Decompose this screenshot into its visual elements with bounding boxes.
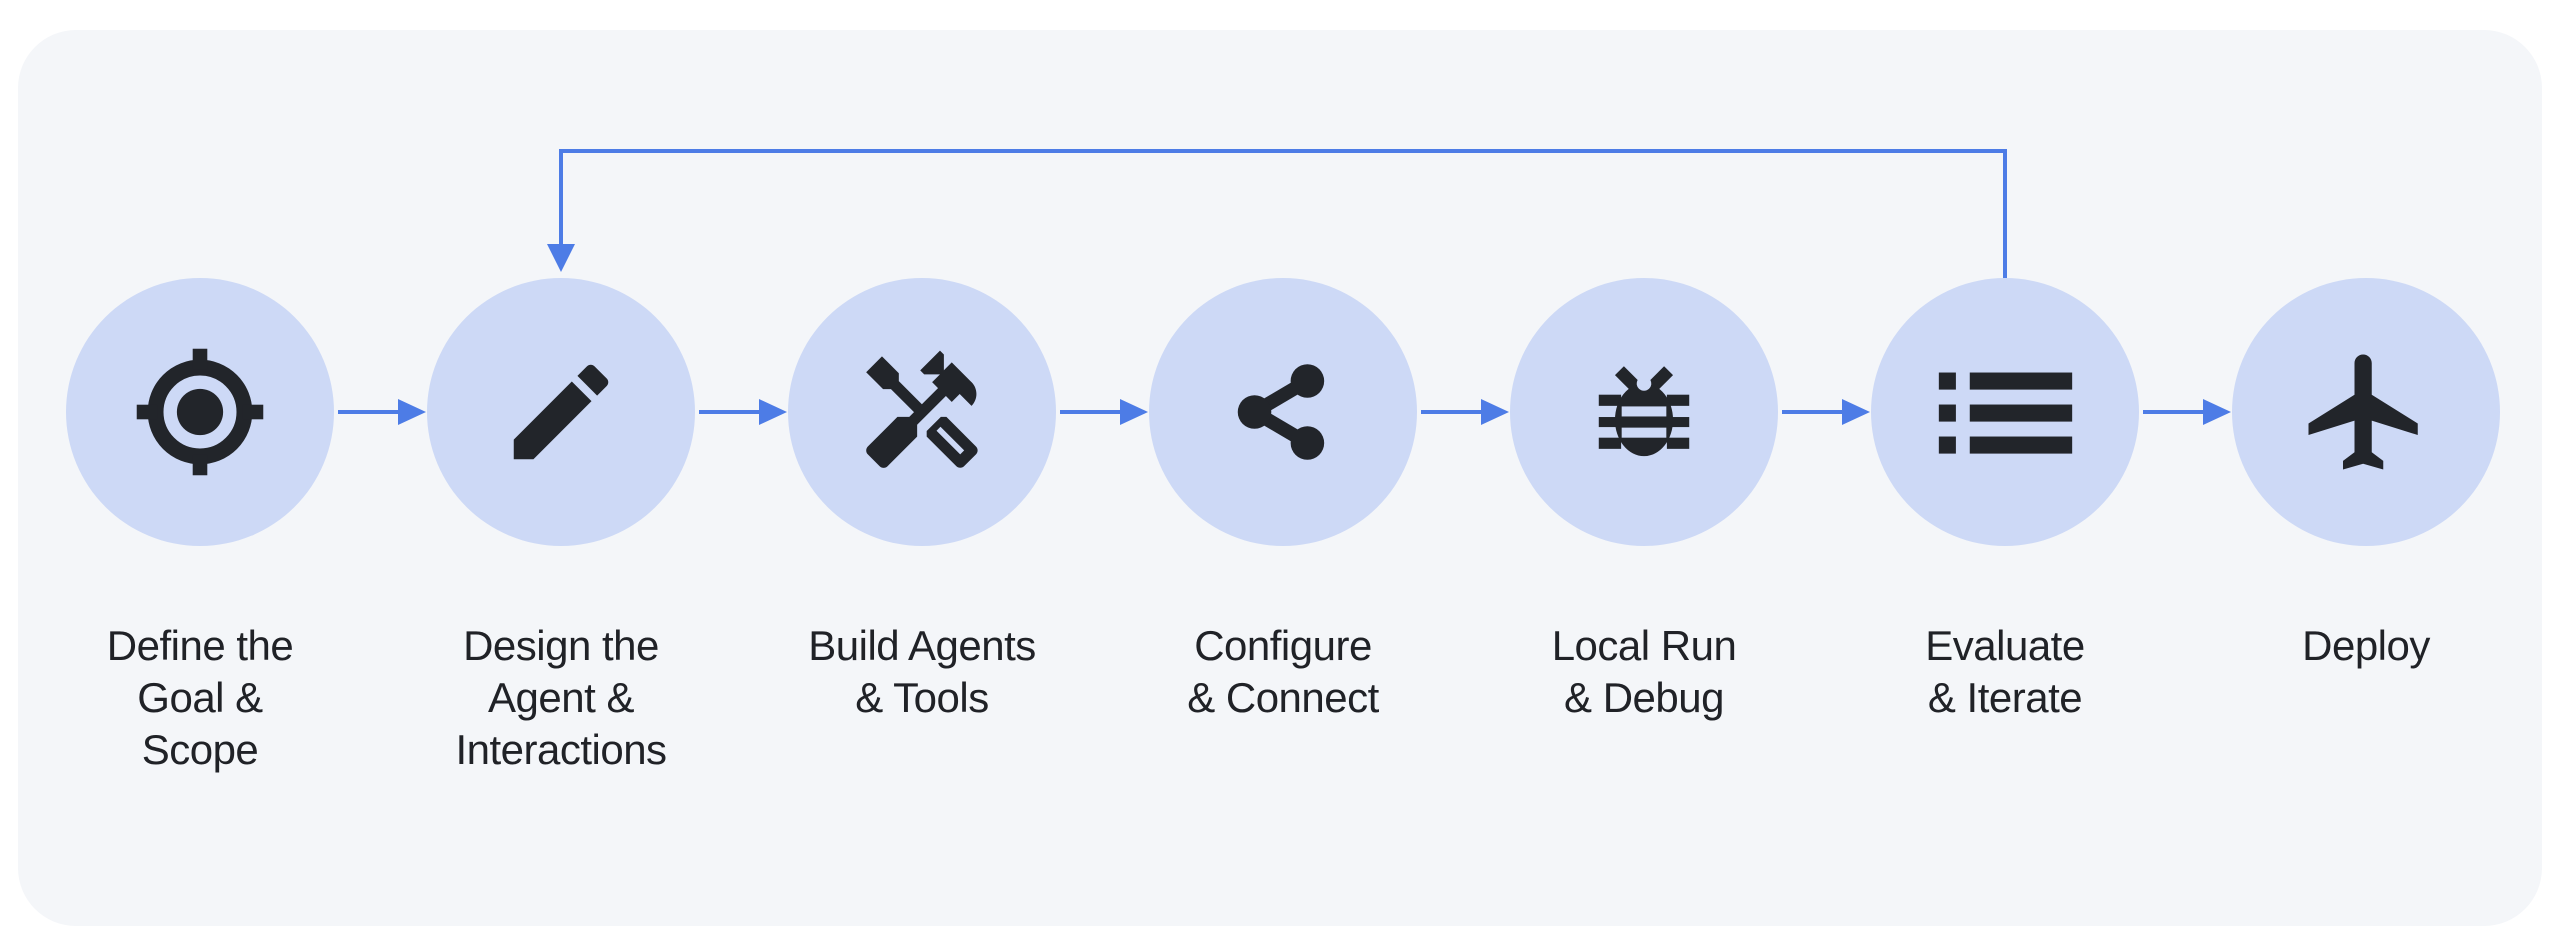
step-build-agents: Build Agents & Tools [788,278,1056,721]
feedback-arrow-left-line [559,149,563,246]
step-label: Evaluate & Iterate [1925,622,2085,721]
step-design-agent: Design the Agent & Interactions [427,278,695,773]
step-label: Configure & Connect [1187,622,1379,721]
feedback-arrowhead-icon [547,244,575,272]
step-evaluate-iterate: Evaluate & Iterate [1871,278,2139,721]
step-circle [427,278,695,546]
flow-arrow-line [699,410,765,414]
share-icon [1237,364,1325,460]
step-label: Build Agents & Tools [808,622,1036,721]
flow-arrowhead-icon [1120,399,1148,425]
tools-icon [866,350,978,468]
step-circle [788,278,1056,546]
pencil-icon [513,364,609,460]
flow-arrowhead-icon [398,399,426,425]
step-circle [2232,278,2500,546]
step-circle [1510,278,1778,546]
airplane-icon [2308,354,2418,470]
step-label: Define the Goal & Scope [106,622,294,773]
step-label: Design the Agent & Interactions [455,622,667,773]
step-label: Local Run & Debug [1551,622,1737,721]
flow-arrow-line [1782,410,1848,414]
flow-arrowhead-icon [759,399,787,425]
flow-arrow-line [2143,410,2209,414]
step-configure-connect: Configure & Connect [1149,278,1417,721]
bug-icon [1598,366,1690,457]
flow-arrow-line [1060,410,1126,414]
flow-arrow-line [338,410,404,414]
step-deploy: Deploy [2232,278,2500,669]
flow-arrow-line [1421,410,1487,414]
step-define-goal: Define the Goal & Scope [66,278,334,773]
list-icon [1938,372,2072,454]
flow-arrowhead-icon [1481,399,1509,425]
step-label: Deploy [2302,622,2430,669]
step-circle [66,278,334,546]
target-icon [136,348,264,476]
feedback-arrow-right-line [2003,149,2007,282]
step-circle [1871,278,2139,546]
step-circle [1149,278,1417,546]
flow-arrowhead-icon [2203,399,2231,425]
step-local-run-debug: Local Run & Debug [1510,278,1778,721]
feedback-arrow-horizontal-line [559,149,2007,153]
flow-arrowhead-icon [1842,399,1870,425]
